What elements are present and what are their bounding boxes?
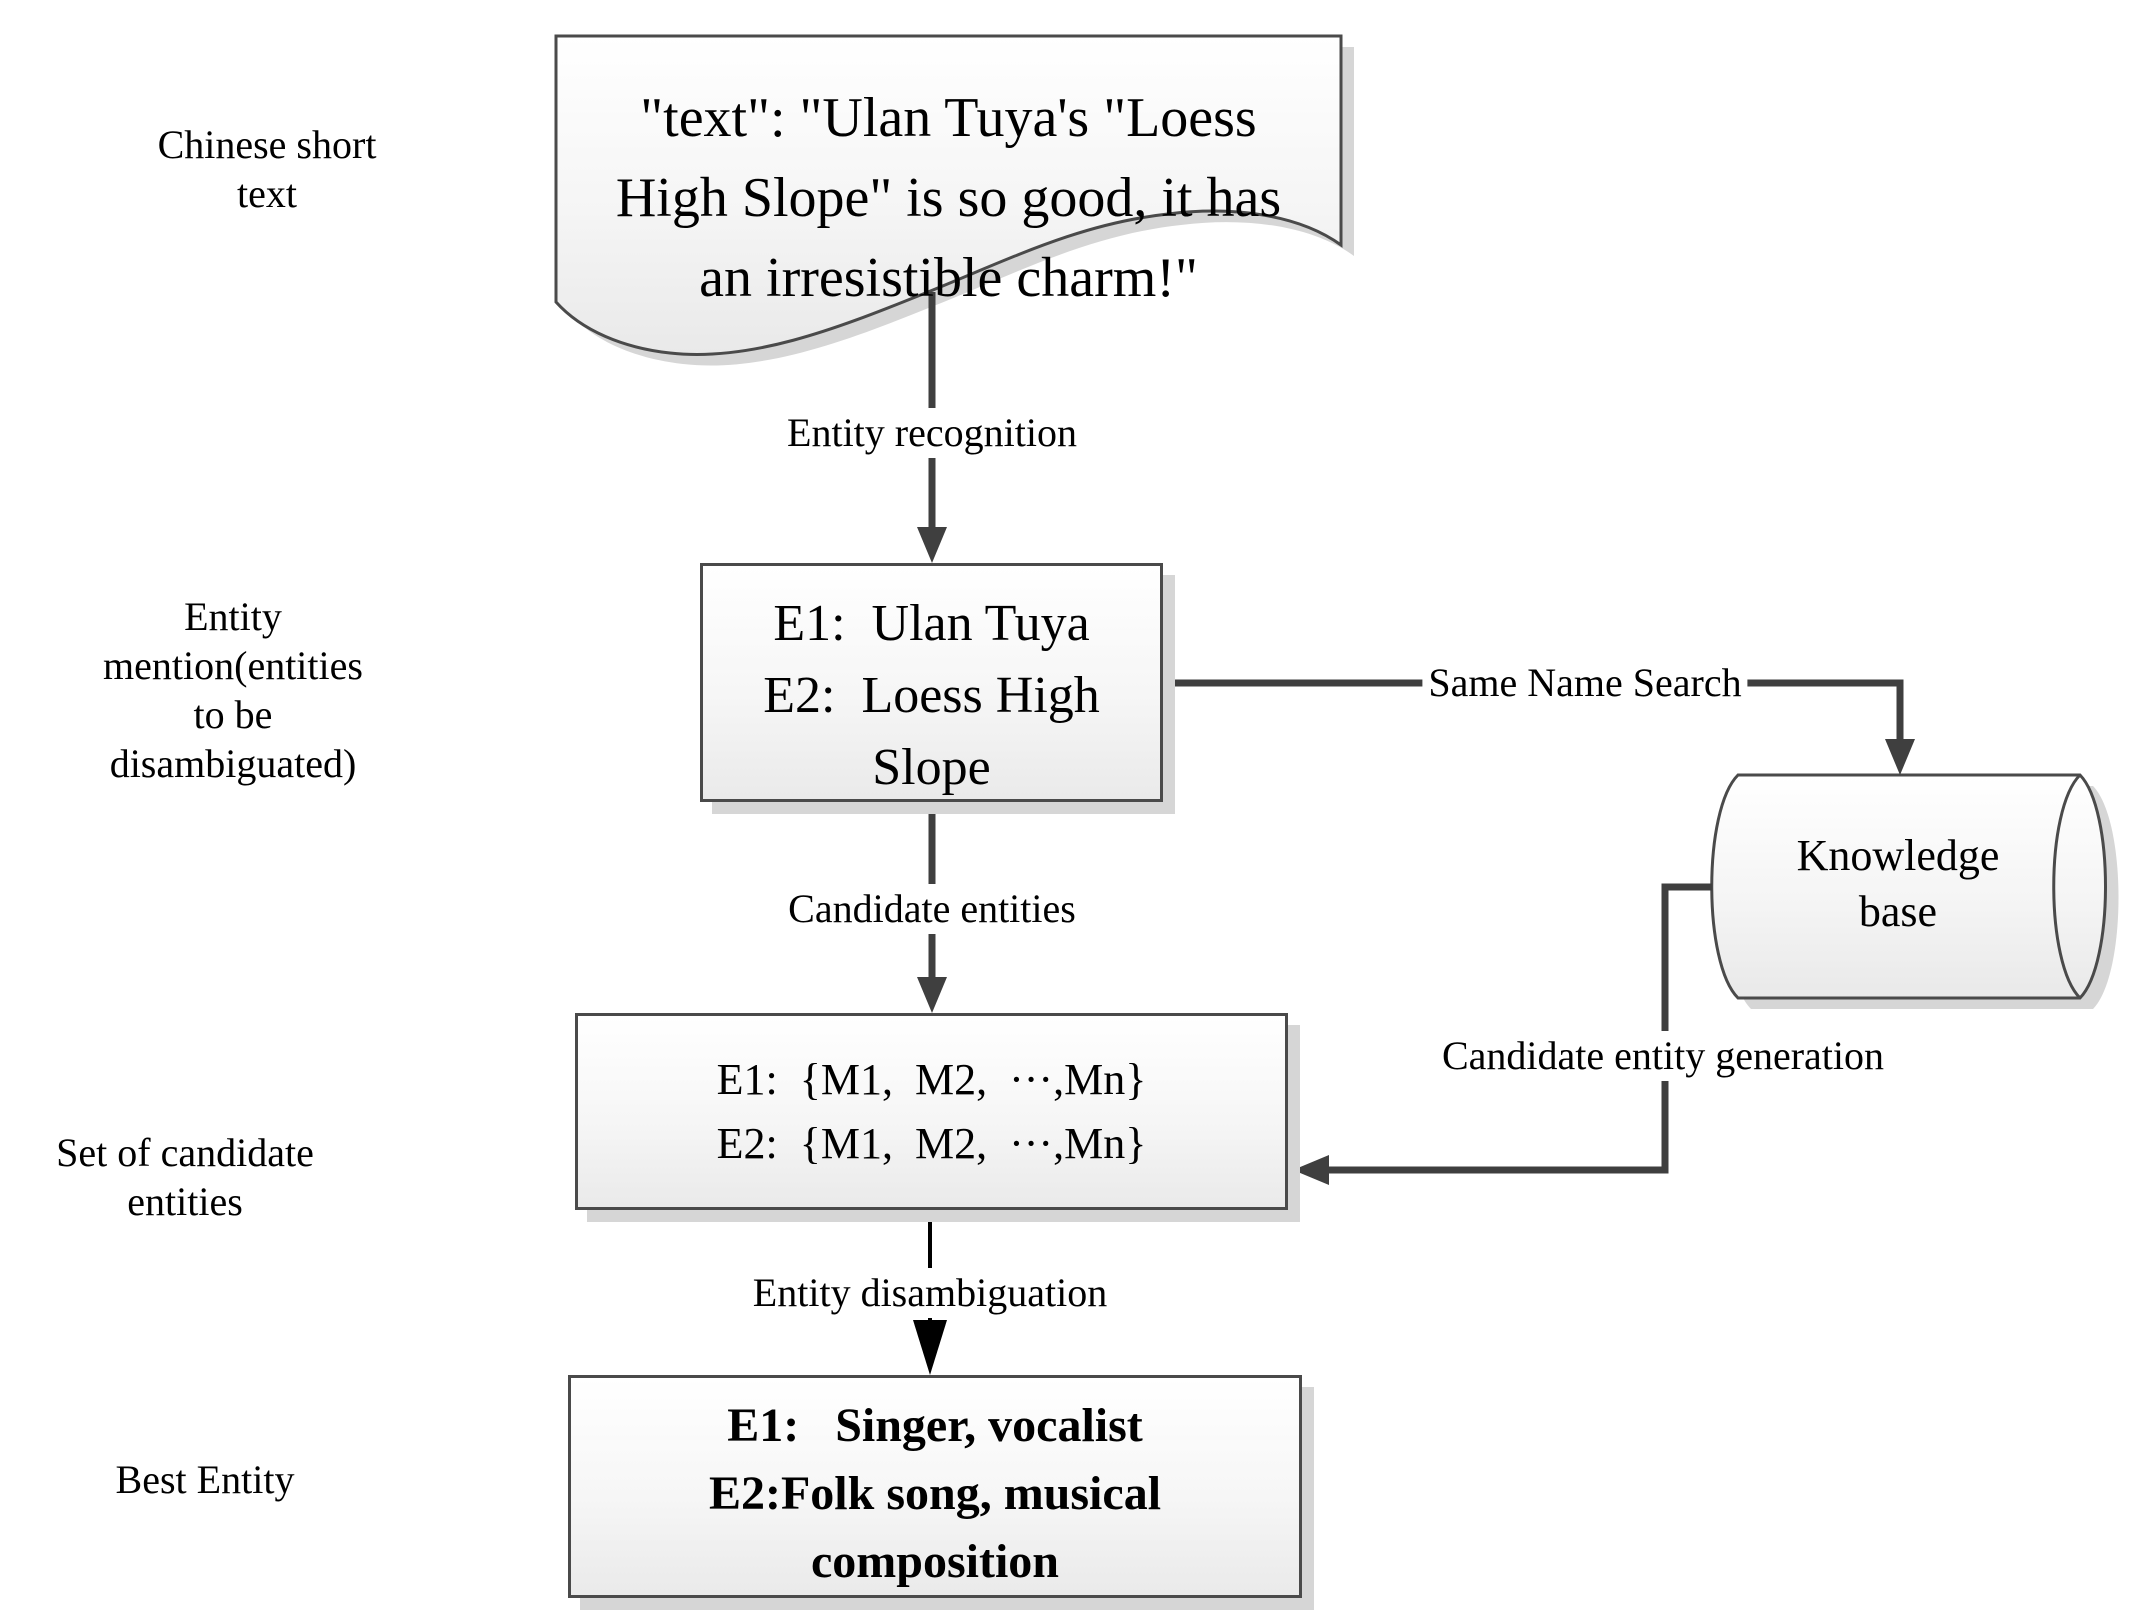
edge-candidate-generation-arrowhead xyxy=(1293,1155,1329,1185)
candidate-set-box: E1: {M1, M2, ···,Mn} E2: {M1, M2, ···,Mn… xyxy=(575,1013,1288,1210)
edge-label-candidate-entities: Candidate entities xyxy=(782,884,1082,934)
document-node-text: "text": "Ulan Tuya's "Loess High Slope" … xyxy=(615,87,1282,309)
side-label-chinese-short-text: Chinese short text xyxy=(157,122,377,216)
edge-entity-disambiguation-arrowhead xyxy=(913,1320,947,1375)
edge-label-entity-recognition: Entity recognition xyxy=(781,408,1083,458)
knowledge-base-label: Knowledge base xyxy=(1796,831,2000,936)
edge-candidate-entities-arrowhead xyxy=(917,977,947,1013)
edge-candidate-generation-line xyxy=(1326,883,1712,1174)
edge-same-name-search-arrowhead xyxy=(1885,739,1915,775)
entity-mentions-box: E1: Ulan Tuya E2: Loess High Slope xyxy=(700,563,1163,802)
side-label-set-of-candidate-entities: Set of candidate entities xyxy=(56,1130,314,1224)
knowledge-base-cylinder-rim xyxy=(2052,773,2082,1000)
best-entity-box: E1: Singer, vocalist E2:Folk song, music… xyxy=(568,1375,1302,1598)
side-label-best-entity: Best Entity xyxy=(115,1457,295,1502)
edge-same-name-search-line xyxy=(1163,679,1904,744)
side-label-entity-mention: Entity mention(entities to be disambigua… xyxy=(103,594,363,786)
edge-label-same-name-search: Same Name Search xyxy=(1422,658,1748,708)
edge-label-candidate-entity-generation: Candidate entity generation xyxy=(1435,1031,1891,1081)
document-shape xyxy=(554,34,1343,357)
edge-label-entity-disambiguation: Entity disambiguation xyxy=(746,1268,1114,1318)
edge-entity-recognition-arrowhead xyxy=(917,527,947,563)
